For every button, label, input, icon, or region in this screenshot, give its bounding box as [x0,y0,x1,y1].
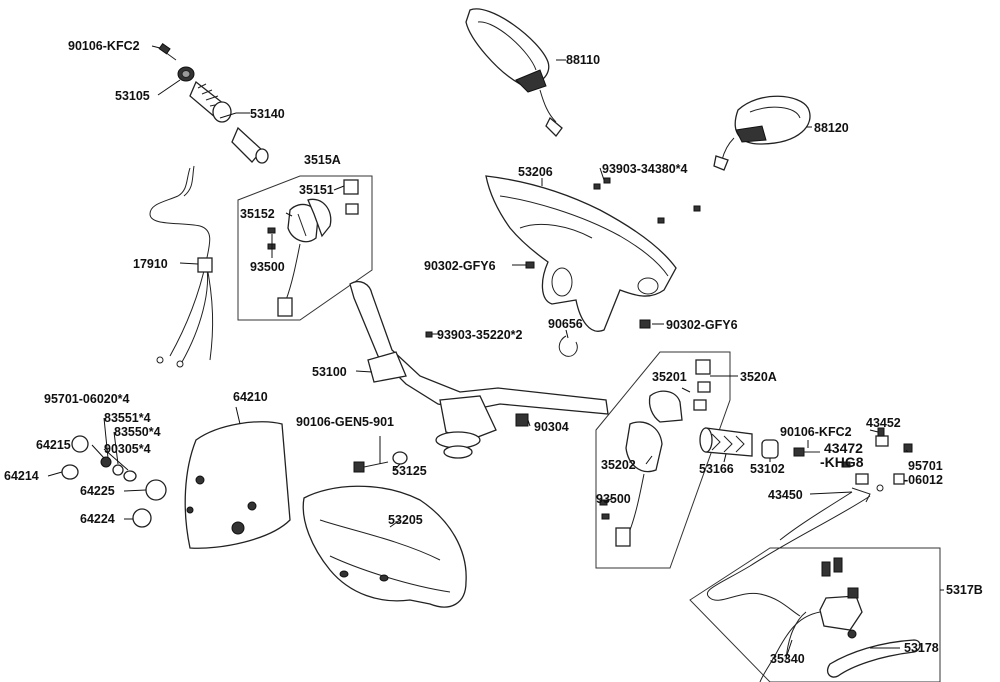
label-95701-b: -06012 [904,473,943,487]
label-88110: 88110 [566,53,601,67]
label-53178: 53178 [904,641,939,655]
clamp-43452 [875,427,889,447]
label-90106-kfc2-right: 90106-KFC2 [780,425,852,439]
nut-90304 [515,413,529,427]
label-43452: 43452 [866,416,901,430]
label-93500-right: 93500 [596,492,631,506]
handlebar-cover-lower-53205 [302,485,467,608]
screw-90302-gfy6-a [525,261,535,269]
label-90106-kfc2-top: 90106-KFC2 [68,39,140,53]
grip-end-53105 [177,66,195,82]
label-93903-35220: 93903-35220*2 [437,328,523,342]
label-53166: 53166 [699,462,734,476]
switch-housing-35202 [625,421,663,473]
label-64214: 64214 [4,469,39,483]
label-35202: 35202 [601,458,636,472]
bolt-90106-gen5-901 [353,461,389,473]
label-53100: 53100 [312,365,347,379]
label-53140: 53140 [250,107,285,121]
switch-wiring-right [615,473,645,547]
mirror-88120 [713,95,811,171]
windshield-64210 [184,421,291,549]
switch-part-35151 [343,179,359,215]
handlebar-cover-upper-53206 [485,175,677,332]
label-64210: 64210 [233,390,268,404]
clip-90656 [558,335,578,357]
part-43472 [841,461,869,485]
leader-lines [47,45,944,659]
collar-53125 [392,451,408,465]
label-5317b: 5317B [946,583,983,597]
label-88120: 88120 [814,121,849,135]
windshield-hardware [61,435,167,528]
label-53125: 53125 [392,464,427,478]
mirror-88110 [465,8,563,137]
label-43472: 43472 [824,440,863,456]
label-90302-gfy6-a: 90302-GFY6 [424,259,496,273]
label-64215: 64215 [36,438,71,452]
grip-end-53102 [761,439,779,459]
label-35151: 35151 [299,183,334,197]
label-3515a: 3515A [304,153,341,167]
label-83551: 83551*4 [104,411,151,425]
screw-93903-35220 [425,331,433,338]
group-box-5317b [689,547,941,682]
brake-lever-53178 [826,629,921,678]
label-43450: 43450 [768,488,803,502]
grip-53166 [699,427,753,457]
label-90106-gen5-901: 90106-GEN5-901 [296,415,394,429]
screw-90302-gfy6-b [639,319,651,329]
switch-housing-35152 [287,198,332,243]
label-35152: 35152 [240,207,275,221]
label-90302-gfy6-b: 90302-GFY6 [666,318,738,332]
bolt-90106-kfc2-right [793,447,820,457]
group-box-3520a [595,351,731,569]
label-83550: 83550*4 [114,425,161,439]
brake-cable-43450 [707,484,884,617]
screws-93903-34380 [593,177,701,224]
handlebar-53100 [349,280,609,459]
label-90304: 90304 [534,420,569,434]
grip-53140 [189,80,269,164]
label-95701-a: 95701 [908,459,943,473]
switch-housing-35201 [648,359,711,423]
label-53205: 53205 [388,513,423,527]
label-64225: 64225 [80,484,115,498]
label-3520a: 3520A [740,370,777,384]
label-53206: 53206 [518,165,553,179]
label-93903-34380: 93903-34380*4 [602,162,688,176]
label-17910: 17910 [133,257,168,271]
switch-wiring-left [277,243,301,317]
label-90305: 90305*4 [104,442,151,456]
screw-90106-kfc2-top [158,42,177,61]
cable-35340 [785,611,807,661]
brake-master-5317b [759,557,863,682]
throttle-cable-17910 [149,165,214,368]
label-53102: 53102 [750,462,785,476]
group-box-3515a [237,175,373,321]
label-90656: 90656 [548,317,583,331]
label-64224: 64224 [80,512,115,526]
label-53105: 53105 [115,89,150,103]
label-35201: 35201 [652,370,687,384]
label-35340: 35340 [770,652,805,666]
label-khg8: -KHG8 [820,454,864,470]
screws-93500-right [599,499,610,520]
label-93500-left: 93500 [250,260,285,274]
label-95701-06020: 95701-06020*4 [44,392,130,406]
